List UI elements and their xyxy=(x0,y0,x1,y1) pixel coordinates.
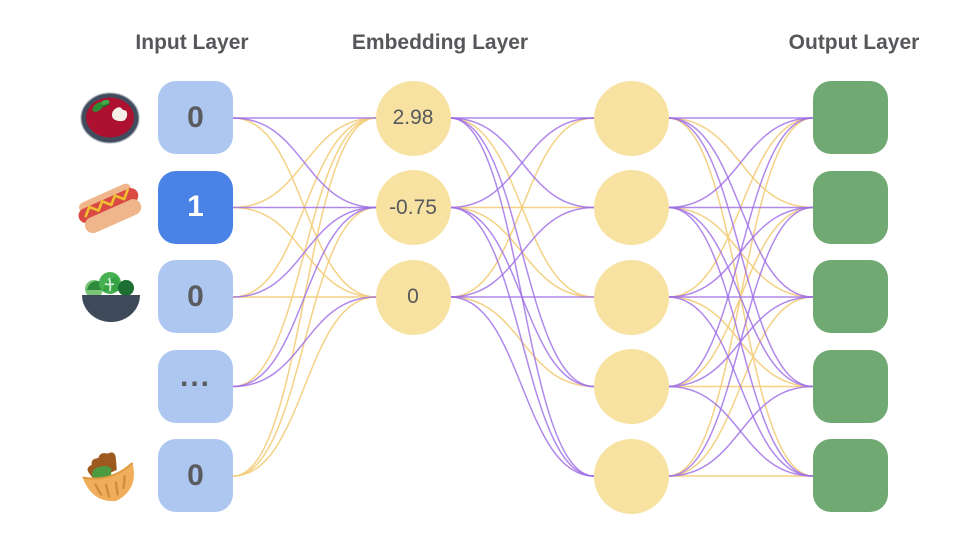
embedding-node: -0.75 xyxy=(375,170,451,245)
output-layer-column xyxy=(813,81,888,512)
embedding-node-value: 2.98 xyxy=(392,106,434,129)
embedding-layer-column: 2.98 -0.75 0 xyxy=(375,80,451,335)
output-layer-title: Output Layer xyxy=(788,31,920,54)
output-node xyxy=(813,81,888,154)
connection-edge xyxy=(449,117,595,209)
embedding-layer-title: Embedding Layer xyxy=(351,31,529,54)
connection-edge xyxy=(667,296,814,477)
connection-edge xyxy=(232,206,377,388)
connection-edge xyxy=(232,117,377,209)
soup-bowl-icon xyxy=(79,86,141,148)
input-node-value: ... xyxy=(179,360,211,393)
connection-edge xyxy=(449,206,595,298)
hidden-node xyxy=(593,80,669,156)
connection-edge xyxy=(232,296,377,388)
input-node-value: 0 xyxy=(187,279,204,313)
hidden-layer-column xyxy=(593,80,669,514)
pita-icon xyxy=(77,444,141,508)
output-node xyxy=(813,170,888,244)
connection-edge xyxy=(449,296,595,477)
input-layer-title: Input Layer xyxy=(135,31,249,54)
hot-dog-icon xyxy=(74,178,144,236)
input-node: ... xyxy=(158,349,233,423)
connection-edge xyxy=(449,206,595,477)
embedding-node: 2.98 xyxy=(375,80,451,156)
hidden-node xyxy=(593,259,669,335)
connection-edge xyxy=(232,206,377,298)
input-node: 0 xyxy=(158,439,233,512)
output-node xyxy=(813,260,888,333)
connection-edge xyxy=(667,117,814,388)
embedding-node-value: 0 xyxy=(407,285,419,308)
input-layer-column: 0 1 0 ... 0 xyxy=(158,81,233,512)
salad-icon xyxy=(81,266,141,328)
input-node: 1 xyxy=(158,170,233,244)
output-node xyxy=(813,349,888,423)
hidden-node xyxy=(593,170,669,245)
input-node-value: 1 xyxy=(187,190,204,223)
embedding-node-value: -0.75 xyxy=(389,195,437,219)
connection-edge xyxy=(667,117,814,209)
embedding-node: 0 xyxy=(375,259,451,335)
input-node-value: 0 xyxy=(187,100,204,134)
connection-edge xyxy=(232,296,377,477)
connection-edge xyxy=(667,385,814,477)
connection-edge xyxy=(667,206,814,477)
hidden-node xyxy=(593,349,669,424)
input-node: 0 xyxy=(158,260,233,333)
output-node xyxy=(813,439,888,512)
hidden-node xyxy=(593,438,669,514)
input-node-value: 0 xyxy=(187,458,204,492)
input-node: 0 xyxy=(158,81,233,154)
connection-edge xyxy=(449,117,595,298)
